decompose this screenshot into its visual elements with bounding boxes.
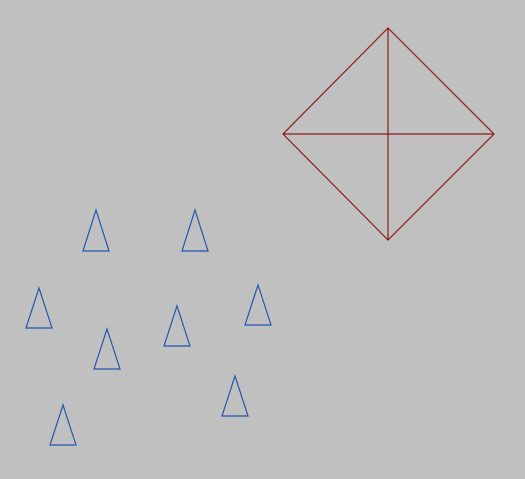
triangle-marker[interactable] (25, 286, 53, 329)
triangle-marker[interactable] (93, 327, 121, 370)
triangle-marker[interactable] (244, 283, 272, 326)
triangle-marker[interactable] (181, 208, 209, 252)
triangle-marker[interactable] (82, 208, 110, 252)
triangle-marker[interactable] (49, 403, 77, 446)
triangle-marker[interactable] (163, 304, 191, 347)
diamond-target[interactable] (282, 27, 495, 241)
triangle-markers (25, 208, 272, 446)
triangle-marker[interactable] (221, 374, 249, 417)
